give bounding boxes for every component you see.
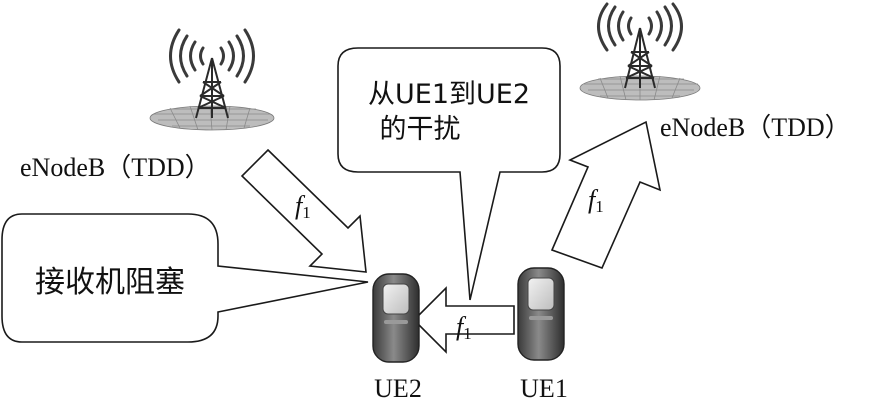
uplink-arrow-from-ue1	[550, 120, 662, 270]
frequency-symbol: f	[588, 185, 599, 214]
interference-arrow-frequency: f1	[456, 312, 472, 343]
left-signal-waves	[169, 28, 255, 84]
blocking-callout-text: 接收机阻塞	[35, 265, 185, 300]
interference-callout	[337, 47, 561, 301]
left-base-station-icon	[149, 28, 275, 131]
downlink-arrow-to-ue2	[240, 148, 367, 273]
uplink-arrow-frequency: f1	[588, 185, 604, 216]
ue2-label: UE2	[374, 374, 422, 403]
frequency-subscript: 1	[595, 197, 604, 216]
right-enodeb-label: eNodeB（TDD）	[660, 113, 851, 142]
right-tower-mast	[624, 27, 656, 89]
right-base-station-icon	[579, 2, 701, 101]
interference-callout-line2: 的干扰	[380, 114, 461, 145]
left-tower-mast	[195, 57, 229, 119]
frequency-symbol: f	[456, 312, 467, 341]
blocking-callout	[1, 213, 369, 343]
ue1-label: UE1	[520, 374, 568, 403]
frequency-subscript: 1	[302, 203, 311, 222]
right-signal-waves	[597, 2, 683, 52]
frequency-symbol: f	[295, 191, 306, 220]
interference-arrow-ue1-to-ue2	[412, 286, 515, 354]
downlink-arrow-frequency: f1	[295, 191, 311, 222]
ue1-phone-icon	[517, 267, 565, 361]
interference-callout-line1: 从UE1到UE2	[368, 79, 530, 110]
frequency-subscript: 1	[463, 324, 472, 343]
left-enodeb-label: eNodeB（TDD）	[20, 153, 211, 182]
ue2-phone-icon	[372, 273, 420, 363]
